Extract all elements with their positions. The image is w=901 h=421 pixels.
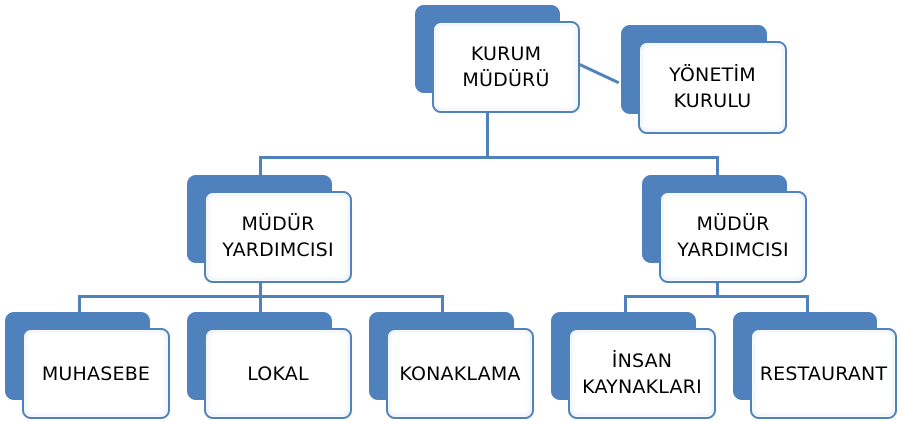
node-lokal-label: LOKAL [247, 362, 309, 385]
connector-top-horizontal [259, 156, 719, 159]
node-mudur-yardimcisi-right-label-line2: YARDIMCISI [677, 239, 789, 261]
node-mudur-yardimcisi-left: MÜDÜR YARDIMCISI [187, 175, 352, 283]
node-konaklama-box: KONAKLAMA [386, 328, 534, 419]
connector-to-accommodation [441, 295, 444, 313]
connector-to-hr [624, 295, 627, 313]
node-insan-kaynaklari-label-line2: KAYNAKLARI [582, 375, 702, 398]
node-yonetim-kurulu: YÖNETİM KURULU [621, 25, 787, 134]
connector-right-deputy-down [716, 279, 719, 298]
connector-to-accounting [78, 295, 81, 313]
connector-root-down [486, 110, 489, 158]
node-yonetim-kurulu-label-line2: KURULU [673, 89, 752, 112]
connector-to-deputy-right [716, 156, 719, 178]
node-muhasebe-box: MUHASEBE [22, 328, 170, 419]
node-muhasebe-label: MUHASEBE [41, 362, 151, 385]
node-konaklama-label: KONAKLAMA [399, 362, 521, 385]
node-mudur-yardimcisi-left-label-line2: YARDIMCISI [222, 239, 334, 261]
node-muhasebe: MUHASEBE [5, 312, 170, 419]
node-insan-kaynaklari: İNSAN KAYNAKLARI [551, 312, 716, 419]
connector-left-deputy-down [259, 279, 262, 298]
node-mudur-yardimcisi-right: MÜDÜR YARDIMCISI [642, 175, 807, 283]
node-mudur-yardimcisi-left-box: MÜDÜR YARDIMCISI [204, 191, 352, 283]
node-lokal-box: LOKAL [204, 328, 352, 419]
node-yonetim-kurulu-box: YÖNETİM KURULU [638, 41, 787, 134]
connector-right-horizontal [624, 295, 809, 298]
node-kurum-muduru-label-line2: MÜDÜRÜ [462, 69, 550, 91]
node-kurum-muduru-label-line1: KURUM [470, 43, 542, 65]
node-kurum-muduru-box: KURUM MÜDÜRÜ [432, 21, 580, 113]
node-yonetim-kurulu-label-line1: YÖNETİM [669, 63, 756, 86]
connector-to-deputy-left [259, 156, 262, 178]
node-restaurant: RESTAURANT [733, 312, 897, 419]
node-lokal: LOKAL [187, 312, 352, 419]
node-insan-kaynaklari-box: İNSAN KAYNAKLARI [568, 328, 716, 419]
node-insan-kaynaklari-label-line1: İNSAN [611, 349, 673, 372]
node-mudur-yardimcisi-left-label-line1: MÜDÜR [241, 213, 315, 235]
node-kurum-muduru: KURUM MÜDÜRÜ [415, 5, 580, 113]
connector-to-lokal [259, 295, 262, 313]
node-konaklama: KONAKLAMA [369, 312, 534, 419]
node-restaurant-box: RESTAURANT [750, 328, 897, 419]
node-mudur-yardimcisi-right-label-line1: MÜDÜR [696, 213, 770, 235]
node-mudur-yardimcisi-right-box: MÜDÜR YARDIMCISI [659, 191, 807, 283]
connector-to-restaurant [806, 295, 809, 313]
node-restaurant-label: RESTAURANT [759, 362, 888, 385]
